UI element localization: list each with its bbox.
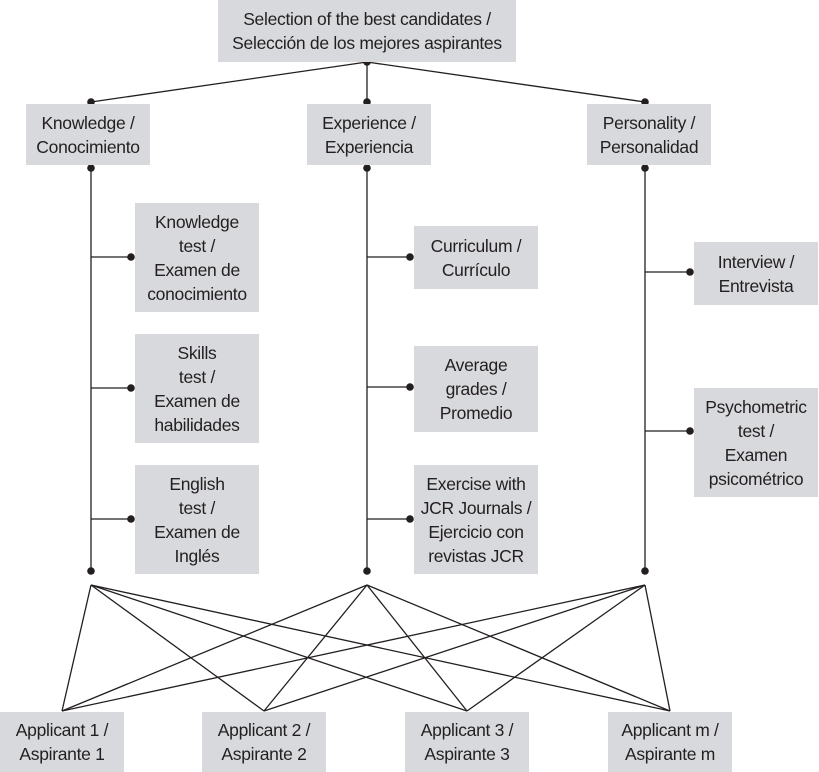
criterion-0-to-alternative-3-line: [90, 584, 671, 712]
goal-node: Selection of the best candidates / Selec…: [218, 0, 516, 62]
subcriterion-dot: [127, 515, 135, 523]
criterion-end-dot: [363, 567, 371, 575]
subcriterion-dot: [406, 515, 414, 523]
criterion-1-to-alternative-0-line: [61, 584, 368, 712]
criterion-bottom-dot: [87, 164, 95, 172]
criterion-1-to-alternative-2-line: [366, 584, 468, 712]
criterion-2-to-alternative-0-line: [61, 584, 646, 712]
criterion-1-to-alternative-1-line: [263, 584, 368, 712]
subcriterion-english-test: English test / Examen de Inglés: [135, 465, 259, 574]
criterion-0-to-alternative-0-line: [61, 584, 92, 712]
alternative-applicant-3: Applicant 3 / Aspirante 3: [405, 712, 529, 772]
subcriterion-dot: [127, 253, 135, 261]
subcriterion-dot: [127, 384, 135, 392]
criterion-bottom-dot: [363, 164, 371, 172]
root-to-criterion-2-line: [366, 61, 646, 103]
criterion-end-dot: [641, 567, 649, 575]
alternative-applicant-1: Applicant 1 / Aspirante 1: [0, 712, 124, 772]
criterion-personality: Personality / Personalidad: [587, 104, 711, 165]
alternative-applicant-2: Applicant 2 / Aspirante 2: [202, 712, 326, 772]
subcriterion-curriculum: Curriculum / Currículo: [414, 226, 538, 289]
criterion-knowledge: Knowledge / Conocimiento: [26, 104, 150, 165]
criterion-top-dot: [641, 98, 649, 106]
criterion-2-to-alternative-3-line: [644, 584, 671, 712]
criterion-0-to-alternative-2-line: [90, 584, 468, 712]
criterion-top-dot: [87, 98, 95, 106]
subcriterion-interview: Interview / Entrevista: [694, 242, 818, 305]
subcriterion-psychometric-test: Psychometric test / Examen psicométrico: [694, 388, 818, 497]
subcriterion-skills-test: Skills test / Examen de habilidades: [135, 334, 259, 443]
criterion-top-dot: [363, 98, 371, 106]
subcriterion-dot: [406, 383, 414, 391]
criterion-bottom-dot: [641, 164, 649, 172]
subcriterion-dot: [686, 268, 694, 276]
criterion-2-to-alternative-2-line: [466, 584, 646, 712]
criterion-end-dot: [87, 567, 95, 575]
criterion-2-to-alternative-1-line: [263, 584, 646, 712]
criterion-1-to-alternative-3-line: [366, 584, 671, 712]
subcriterion-knowledge-test: Knowledge test / Examen de conocimiento: [135, 203, 259, 312]
criterion-experience: Experience / Experiencia: [307, 104, 431, 165]
subcriterion-jcr-exercise: Exercise with JCR Journals / Ejercicio c…: [414, 465, 538, 574]
alternative-applicant-m: Applicant m / Aspirante m: [608, 712, 732, 772]
subcriterion-dot: [686, 427, 694, 435]
subcriterion-dot: [406, 253, 414, 261]
root-to-criterion-0-line: [90, 61, 368, 103]
subcriterion-average-grades: Average grades / Promedio: [414, 346, 538, 432]
criterion-0-to-alternative-1-line: [90, 584, 265, 712]
